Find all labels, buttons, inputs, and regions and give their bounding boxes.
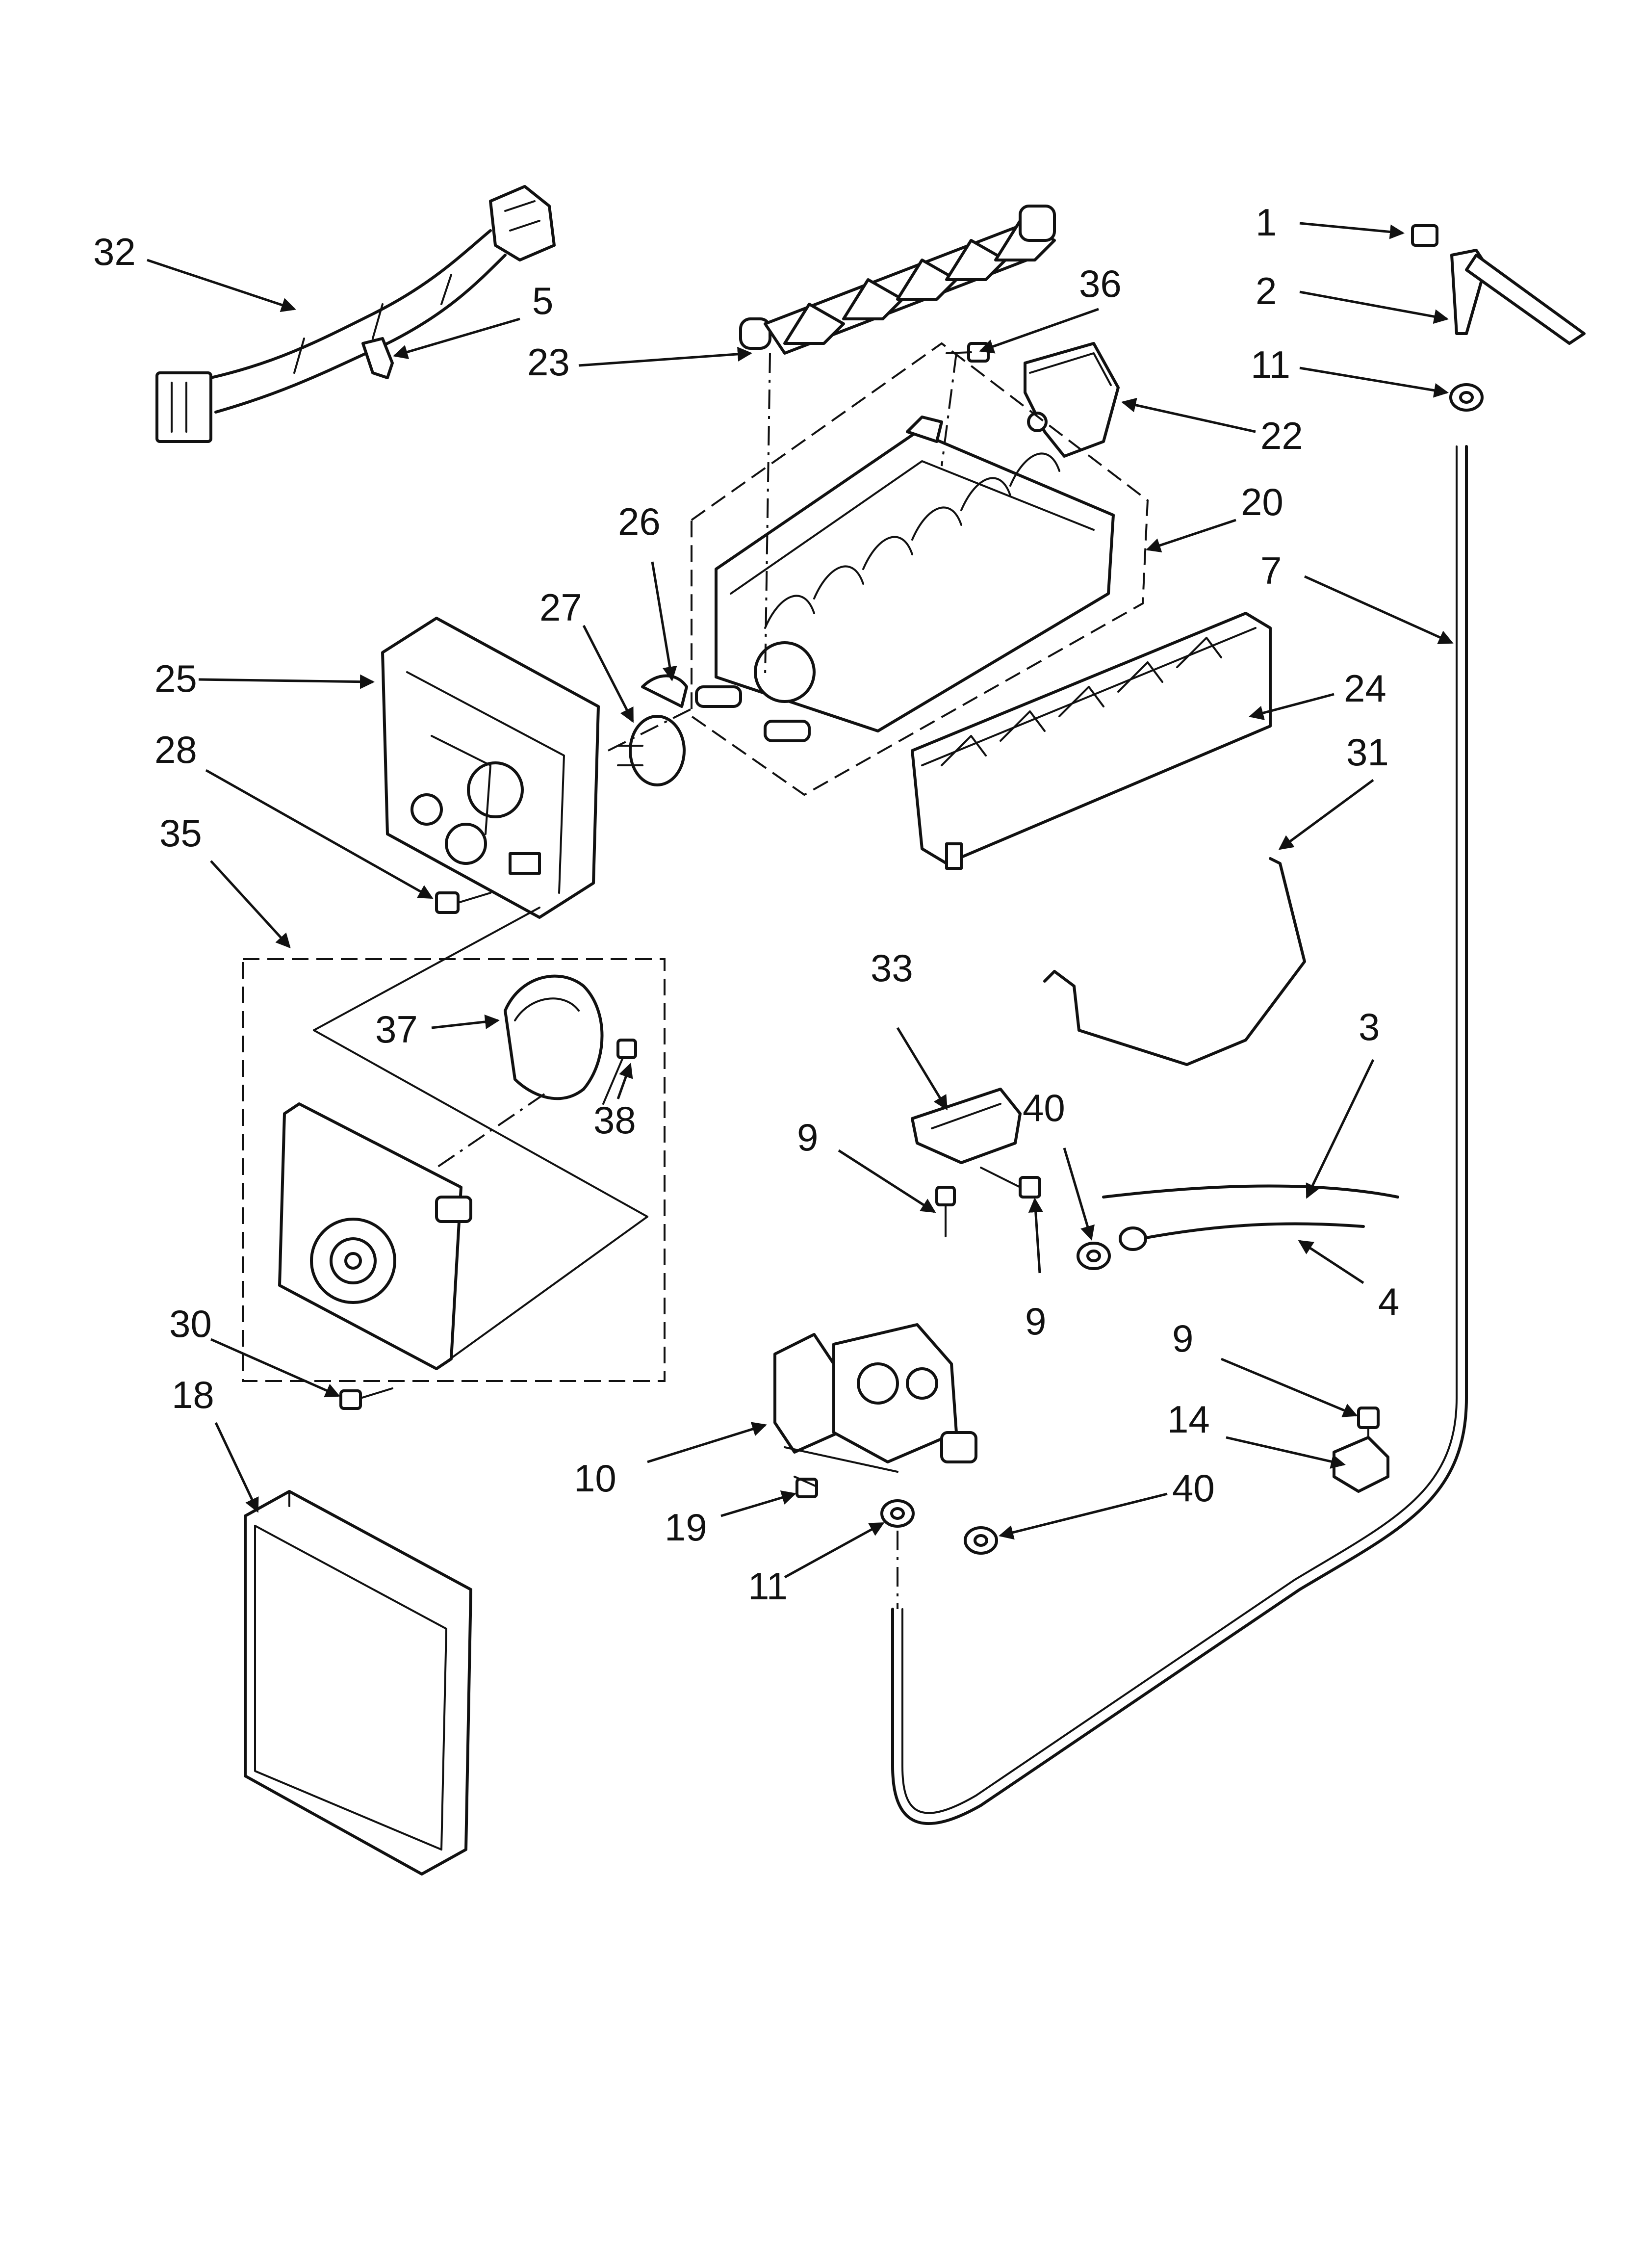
stripper-part <box>911 612 1272 870</box>
front-cover-part <box>244 1490 472 1876</box>
fill-cup-part <box>1024 342 1120 458</box>
callout-9-b: 9 <box>1025 1300 1046 1343</box>
callout-38: 38 <box>593 1098 636 1142</box>
callout-31: 31 <box>1346 730 1389 774</box>
callout-26: 26 <box>618 500 661 543</box>
fill-tube-part <box>1102 1184 1399 1251</box>
bracket-33-part <box>911 1088 1022 1164</box>
callout-24: 24 <box>1344 667 1386 710</box>
callout-37: 37 <box>375 1008 418 1051</box>
motor-part <box>504 974 604 1100</box>
callout-18: 18 <box>172 1373 214 1416</box>
callout-1: 1 <box>1256 201 1277 244</box>
callout-9-c: 9 <box>1172 1317 1193 1360</box>
callout-28: 28 <box>154 728 197 771</box>
screw-9-part <box>935 1167 1041 1237</box>
water-tube-part <box>891 445 1468 1825</box>
callout-11-a: 11 <box>1251 343 1290 386</box>
callout-27: 27 <box>539 586 582 629</box>
callout-35: 35 <box>159 811 202 855</box>
nut-40-part <box>964 1242 1111 1555</box>
callout-22: 22 <box>1260 414 1303 457</box>
water-valve-part <box>773 1323 977 1473</box>
callout-23: 23 <box>527 340 570 384</box>
screw-30-part <box>339 1387 393 1410</box>
callout-3: 3 <box>1359 1005 1380 1048</box>
ejector-part <box>739 205 1056 355</box>
mold-part <box>691 342 1149 796</box>
shutoff-arm-part <box>1043 857 1306 1066</box>
thermostat-clip-part <box>641 674 688 708</box>
tube-clamp-part <box>1333 1407 1389 1493</box>
callout-5: 5 <box>532 279 553 322</box>
callout-19: 19 <box>665 1506 707 1549</box>
callout-10: 10 <box>574 1457 616 1500</box>
screw-19-part <box>794 1476 818 1498</box>
nut-11-part <box>880 383 1484 1528</box>
callout-32: 32 <box>93 230 136 273</box>
harness-clip-part <box>361 337 394 379</box>
callout-30: 30 <box>169 1302 212 1345</box>
callout-7: 7 <box>1260 549 1282 592</box>
callout-2: 2 <box>1256 269 1277 313</box>
callout-11-b: 11 <box>748 1564 788 1608</box>
water-inlet-part <box>1411 224 1586 345</box>
callout-40-b: 40 <box>1172 1466 1215 1510</box>
callout-4: 4 <box>1378 1280 1399 1323</box>
callout-36: 36 <box>1079 262 1122 305</box>
callout-14: 14 <box>1167 1398 1210 1441</box>
callout-20: 20 <box>1241 480 1283 523</box>
callout-33: 33 <box>871 946 913 990</box>
callout-9-a: 9 <box>797 1116 818 1159</box>
control-housing-part <box>381 617 600 919</box>
control-module-part <box>278 907 648 1370</box>
callout-25: 25 <box>154 657 197 700</box>
leader-lines <box>147 222 1454 1579</box>
callout-40-a: 40 <box>1023 1086 1065 1129</box>
thermostat-part <box>617 715 686 786</box>
wire-harness-part <box>155 185 556 443</box>
screw-28-part <box>435 891 491 914</box>
control-module-kit-box <box>242 958 666 1382</box>
